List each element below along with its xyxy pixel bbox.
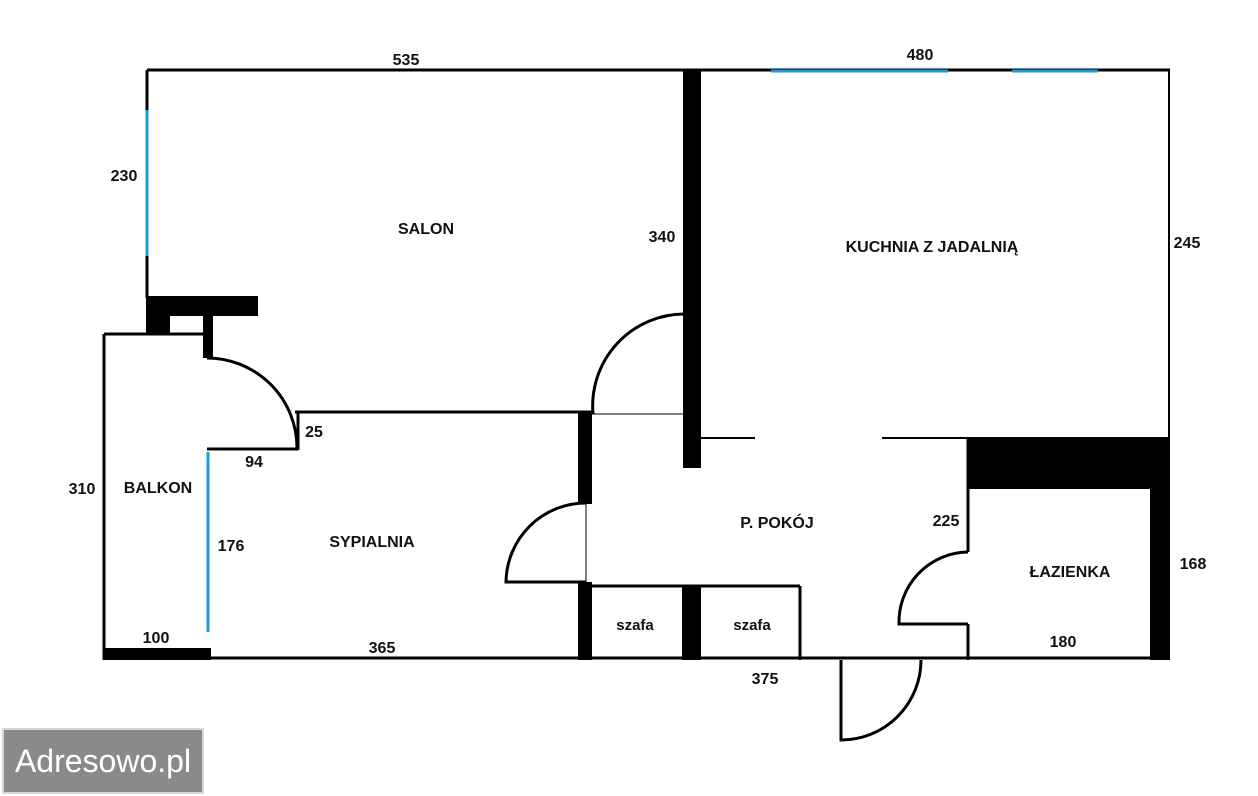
dim-bathroom-door: 225 bbox=[933, 513, 960, 530]
room-label-balcony: BALKON bbox=[124, 480, 192, 497]
room-label-hall: P. POKÓJ bbox=[740, 513, 814, 532]
dim-hall-width: 375 bbox=[752, 671, 779, 688]
watermark-logo: Adresowo.pl bbox=[2, 728, 204, 794]
dim-salon-width: 535 bbox=[393, 52, 420, 69]
doors bbox=[206, 312, 969, 742]
dim-balcony-length: 310 bbox=[69, 481, 96, 498]
bathroom-door bbox=[897, 550, 969, 626]
room-label-wardrobe-1: szafa bbox=[616, 617, 654, 634]
thin-walls bbox=[102, 68, 1170, 660]
dim-balcony-door-width: 94 bbox=[245, 454, 263, 471]
dim-salon-wall: 340 bbox=[649, 229, 676, 246]
room-label-bedroom: SYPIALNIA bbox=[329, 534, 415, 551]
dim-bedroom-window: 176 bbox=[218, 538, 245, 555]
balcony-door bbox=[206, 356, 299, 449]
windows bbox=[145, 69, 1098, 632]
room-label-salon: SALON bbox=[398, 221, 454, 238]
dim-balcony-width: 100 bbox=[143, 630, 170, 647]
entrance-door bbox=[839, 659, 923, 742]
dim-kitchen-width: 480 bbox=[907, 47, 934, 64]
salon-door bbox=[591, 312, 686, 415]
room-label-wardrobe-2: szafa bbox=[733, 617, 771, 634]
dim-bedroom-width: 365 bbox=[369, 640, 396, 657]
dim-balcony-door-offset: 25 bbox=[305, 424, 323, 441]
dim-salon-window: 230 bbox=[111, 168, 138, 185]
room-label-bathroom: ŁAZIENKA bbox=[1030, 564, 1111, 581]
dimension-labels: 535 480 230 340 245 310 94 25 176 100 36… bbox=[69, 47, 1207, 688]
dim-kitchen-depth: 245 bbox=[1174, 235, 1201, 252]
bedroom-door bbox=[504, 501, 587, 584]
room-label-kitchen: KUCHNIA Z JADALNIĄ bbox=[846, 239, 1019, 256]
room-labels: SALON KUCHNIA Z JADALNIĄ BALKON SYPIALNI… bbox=[124, 221, 1111, 634]
dim-bathroom-width: 180 bbox=[1050, 634, 1077, 651]
thick-walls bbox=[104, 70, 1170, 660]
dim-bathroom-depth: 168 bbox=[1180, 556, 1207, 573]
